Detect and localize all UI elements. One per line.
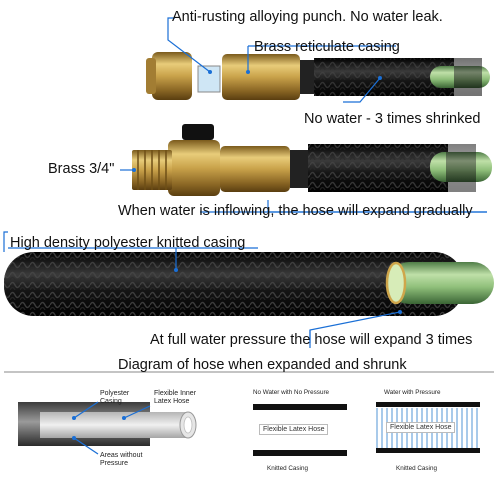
valve-hose-assembly	[132, 124, 492, 196]
label-polyester-casing: Polyester Casing	[100, 390, 130, 405]
panel-water-title: Water with Pressure	[384, 389, 441, 396]
label-no-water: No water - 3 times shrinked	[304, 111, 481, 127]
panel-no-water-middle: Flexible Latex Hose	[259, 424, 329, 435]
expanded-hose	[4, 252, 494, 316]
label-anti-rusting: Anti-rusting alloying punch. No water le…	[172, 9, 443, 25]
diagram-title: Diagram of hose when expanded and shrunk	[118, 357, 407, 373]
label-high-density: High density polyester knitted casing	[10, 235, 246, 251]
label-inner-latex: Flexible Inner Latex Hose	[154, 390, 197, 405]
label-brass-casing: Brass reticulate casing	[254, 39, 400, 55]
panel-water-middle: Flexible Latex Hose	[386, 422, 456, 433]
panel-no-water: No Water with No Pressure Flexible Latex…	[245, 386, 353, 484]
inner-latex-hose	[388, 262, 494, 304]
panel-no-water-bottom: Knitted Casing	[267, 465, 308, 472]
brass-valve-body	[168, 140, 220, 196]
valve-handle	[182, 124, 214, 140]
panel-water: Water with Pressure Flexible Latex Hose …	[370, 386, 488, 484]
label-areas-without-pressure: Areas without Pressure	[100, 452, 143, 467]
pointer-lines	[3, 17, 487, 455]
knit-bar-top	[253, 404, 347, 410]
label-full-pressure: At full water pressure the hose will exp…	[150, 332, 473, 348]
brass-sleeve	[222, 54, 300, 100]
panel-water-bottom: Knitted Casing	[396, 465, 437, 472]
label-inflowing: When water is inflowing, the hose will e…	[118, 203, 473, 219]
knit-bar-bottom	[253, 450, 347, 456]
panel-no-water-title: No Water with No Pressure	[253, 389, 330, 396]
cross-section-diagram	[18, 402, 197, 446]
shrunk-hose-assembly	[146, 52, 490, 100]
brass-coupling	[152, 52, 192, 100]
label-brass-size: Brass 3/4"	[48, 161, 115, 177]
